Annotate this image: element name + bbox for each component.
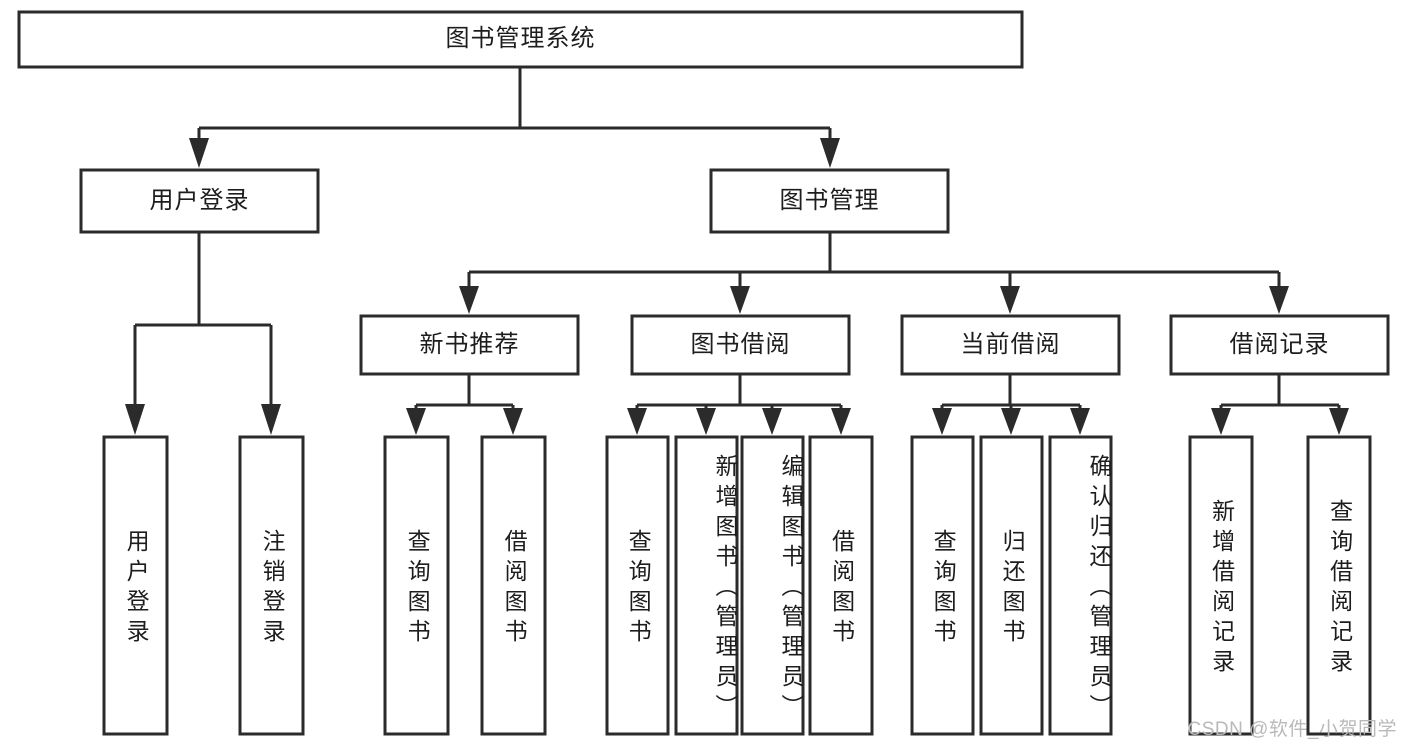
box-user-login[interactable] xyxy=(79,168,320,234)
arrowhead-book-management xyxy=(820,138,840,168)
arrowhead-current-borrow xyxy=(1000,286,1020,314)
arrowhead-book-borrow xyxy=(730,286,750,314)
box-leaf-user-login[interactable] xyxy=(102,435,169,736)
csdn-watermark: CSDN @软件_小贺同学 xyxy=(1187,719,1397,740)
arrowhead-new-book-recommend xyxy=(459,286,479,314)
arrowhead-leaf-return-book xyxy=(1001,408,1021,435)
box-current-borrow[interactable] xyxy=(900,314,1121,376)
connectors-borrow-record-to-leaves xyxy=(1211,374,1349,435)
connectors-book-borrow-to-leaves xyxy=(627,374,851,435)
box-leaf-query-borrow-record[interactable] xyxy=(1306,435,1372,736)
arrowhead-leaf-query-borrow-record xyxy=(1329,408,1349,435)
box-leaf-borrow-book-recommend[interactable] xyxy=(480,435,547,736)
arrowhead-leaf-logout-login xyxy=(261,404,281,435)
box-leaf-return-book[interactable] xyxy=(979,435,1044,736)
box-new-book-recommend[interactable] xyxy=(359,314,580,376)
arrowhead-leaf-confirm-return-admin xyxy=(1070,408,1090,435)
arrowhead-borrow-record xyxy=(1269,286,1289,314)
connectors-book-management-to-level3 xyxy=(459,232,1289,314)
arrowhead-leaf-query-book-recommend xyxy=(406,408,426,435)
box-book-management[interactable] xyxy=(709,168,950,234)
box-leaf-add-borrow-record[interactable] xyxy=(1188,435,1254,736)
arrowhead-leaf-borrow-book xyxy=(831,408,851,435)
box-leaf-logout-login[interactable] xyxy=(238,435,305,736)
box-leaf-borrow-book[interactable] xyxy=(808,435,874,736)
arrowhead-leaf-add-book-admin xyxy=(696,408,716,435)
node-boxes xyxy=(17,10,1390,736)
arrowhead-leaf-edit-book-admin xyxy=(762,408,782,435)
arrowhead-leaf-query-book-borrow xyxy=(627,408,647,435)
box-book-borrow[interactable] xyxy=(630,314,851,376)
box-root[interactable] xyxy=(17,10,1024,69)
connectors-new-book-recommend-to-leaves xyxy=(406,374,523,435)
arrowhead-leaf-query-book-current xyxy=(932,408,952,435)
connectors-root-to-level2 xyxy=(189,67,840,168)
box-leaf-query-book-borrow[interactable] xyxy=(605,435,670,736)
box-leaf-query-book-current[interactable] xyxy=(910,435,975,736)
arrowhead-leaf-user-login xyxy=(125,404,145,435)
box-leaf-query-book-recommend[interactable] xyxy=(383,435,450,736)
box-leaf-edit-book-admin[interactable] xyxy=(740,435,805,736)
box-leaf-add-book-admin[interactable] xyxy=(674,435,739,736)
arrowhead-leaf-add-borrow-record xyxy=(1211,408,1231,435)
connectors-user-login-to-leaves xyxy=(125,232,281,435)
box-borrow-record[interactable] xyxy=(1169,314,1390,376)
arrowhead-user-login xyxy=(189,138,209,168)
connectors-current-borrow-to-leaves xyxy=(932,374,1090,435)
box-leaf-confirm-return-admin[interactable] xyxy=(1048,435,1113,736)
arrowhead-leaf-borrow-book-recommend xyxy=(503,408,523,435)
